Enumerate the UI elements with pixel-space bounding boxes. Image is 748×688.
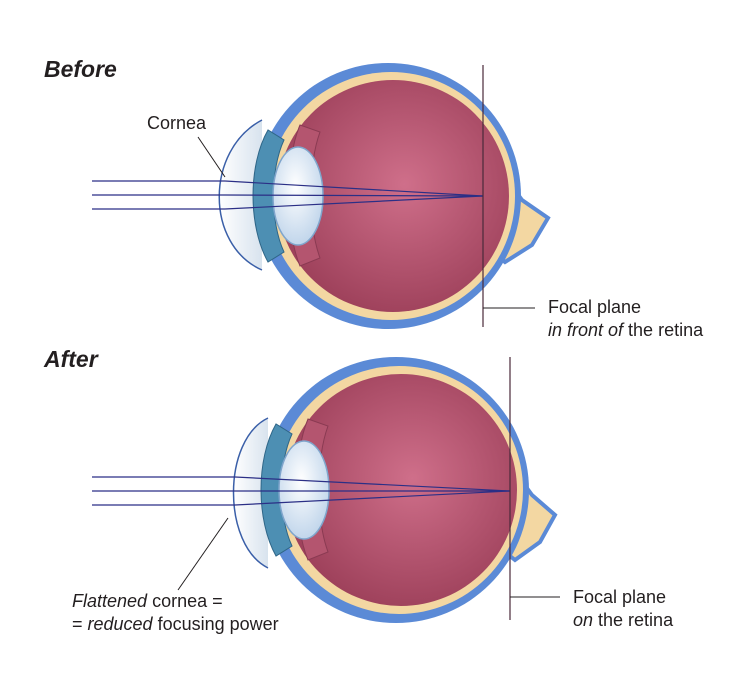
reduced-emphasis: reduced: [87, 614, 153, 634]
iris: [252, 129, 285, 263]
reduced-rest: focusing power: [152, 614, 279, 634]
after-focal-emphasis: on: [573, 610, 594, 630]
before-title: Before: [44, 56, 117, 82]
cornea-leader-line: [177, 517, 229, 591]
cornea-label: Cornea: [147, 113, 207, 133]
before-focal-emphasis: in front of: [548, 320, 624, 340]
after-focal-rest: the retina: [593, 610, 674, 630]
flattened-cornea-label: Flattened cornea = = reduced focusing po…: [72, 590, 279, 636]
eye-before: [92, 63, 551, 329]
after-focal-line1: Focal plane: [573, 587, 667, 607]
before-focal-line2: in front of the retina: [548, 319, 703, 342]
eye-after: [92, 357, 560, 623]
flattened-cornea-line2: = reduced focusing power: [72, 613, 279, 636]
vitreous-body: [285, 374, 517, 606]
after-focal-plane-label: Focal plane on the retina: [573, 586, 673, 632]
lens: [272, 146, 324, 246]
reduced-prefix: =: [72, 614, 88, 634]
lens: [278, 440, 330, 540]
before-focal-line1: Focal plane: [548, 297, 642, 317]
flattened-cornea-line1: Flattened cornea =: [72, 590, 279, 613]
cornea-flattened: [232, 417, 269, 569]
light-rays: [92, 180, 484, 210]
after-focal-line2: on the retina: [573, 609, 673, 632]
flattened-rest: cornea =: [147, 591, 223, 611]
after-title: After: [44, 346, 98, 372]
flattened-emphasis: Flattened: [72, 591, 148, 611]
light-rays: [92, 476, 511, 506]
cornea-leader-line: [197, 136, 226, 178]
before-focal-plane-label: Focal plane in front of the retina: [548, 296, 703, 342]
before-focal-rest: the retina: [623, 320, 704, 340]
